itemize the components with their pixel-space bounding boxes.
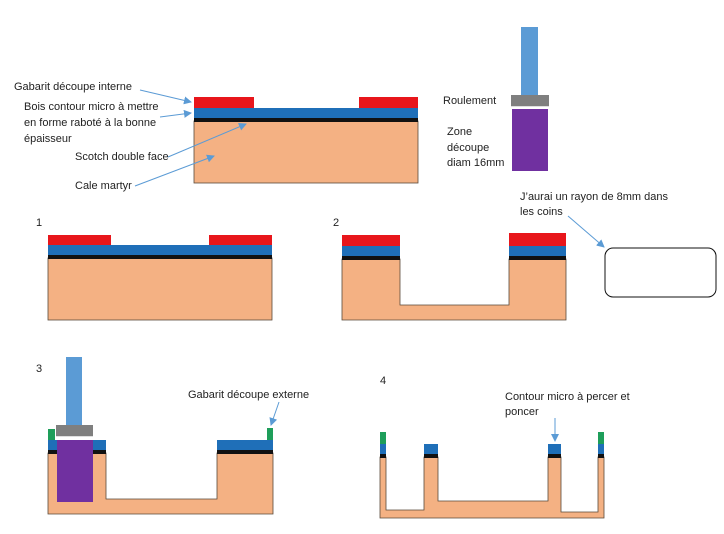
step3-bit-cutter [57,440,93,502]
step1-tape [48,255,272,259]
arrow-scotch [167,123,247,158]
step2-tape-right [509,256,566,260]
cale-martyr-block [193,120,419,184]
label-scotch: Scotch double face [75,151,169,163]
step-1-stack [47,235,273,321]
step4-wood-3 [548,444,561,454]
step4-tape-4 [598,454,604,458]
step4-tape-2 [424,454,438,458]
label-gabarit-externe: Gabarit découpe externe [188,389,309,401]
arrow-rayon [567,215,605,248]
bit-cutter [512,109,548,171]
step4-wood-4 [598,444,604,454]
label-bois-line2: en forme raboté à la bonne [24,117,156,129]
step4-tape-1 [380,454,386,458]
step4-external-template-left [380,432,386,444]
step-1-number: 1 [36,217,42,229]
step2-template-right [509,233,566,246]
arrow-gabarit-interne [139,89,192,105]
step4-wood-2 [424,444,438,454]
legend-stack [193,97,419,184]
step2-tape-left [342,256,400,260]
step3-external-template-right [267,428,273,440]
arrow-cale [134,154,215,187]
step3-bit-shank [66,357,82,425]
label-zone-line2: découpe [447,142,489,154]
step4-wood-1 [380,444,386,454]
label-zone-line3: diam 16mm [447,157,504,169]
step4-cale-profile [379,456,605,519]
double-tape-layer [194,118,418,122]
arrow-bois [159,109,192,118]
step3-bit-bearing [56,425,93,437]
legend-arrows [134,89,247,187]
step1-template-right [209,235,272,245]
label-contour-line2: poncer [505,406,539,418]
step2-wood-left [342,246,400,256]
step4-tape-3 [548,454,561,458]
internal-template-left [194,97,254,108]
step3-wood-right [217,440,273,450]
step1-template-left [48,235,111,245]
router-bit-legend [511,27,549,171]
label-gabarit-interne: Gabarit découpe interne [14,81,132,93]
label-cale: Cale martyr [75,180,132,192]
step-4-number: 4 [380,375,386,387]
label-zone-line1: Zone [447,126,472,138]
label-rayon-line1: J’aurai un rayon de 8mm dans [520,191,668,203]
step-4-stack [379,432,605,519]
bit-shank [521,27,538,95]
label-roulement: Roulement [443,95,496,107]
step2-cale-pocket [341,258,567,321]
step-3-number: 3 [36,363,42,375]
step1-cale [47,257,273,321]
label-rayon-line2: les coins [520,206,563,218]
step2-template-left [342,235,400,246]
rounded-corner-shape [604,247,717,298]
step3-external-template-left [48,429,55,440]
bit-bearing [511,95,549,107]
step-3-stack [47,357,274,515]
wood-contour-layer [194,108,418,118]
step-2-number: 2 [333,217,339,229]
arrow-gabarit-externe [269,401,280,426]
step1-wood [48,245,272,255]
step-2-stack [341,233,567,321]
label-bois-line1: Bois contour micro à mettre [24,101,159,113]
step3-tape-right [217,450,273,454]
step2-wood-right [509,246,566,256]
label-contour-line1: Contour micro à percer et [505,391,630,403]
label-bois-line3: épaisseur [24,133,72,145]
internal-template-right [359,97,418,108]
step4-external-template-right [598,432,604,444]
